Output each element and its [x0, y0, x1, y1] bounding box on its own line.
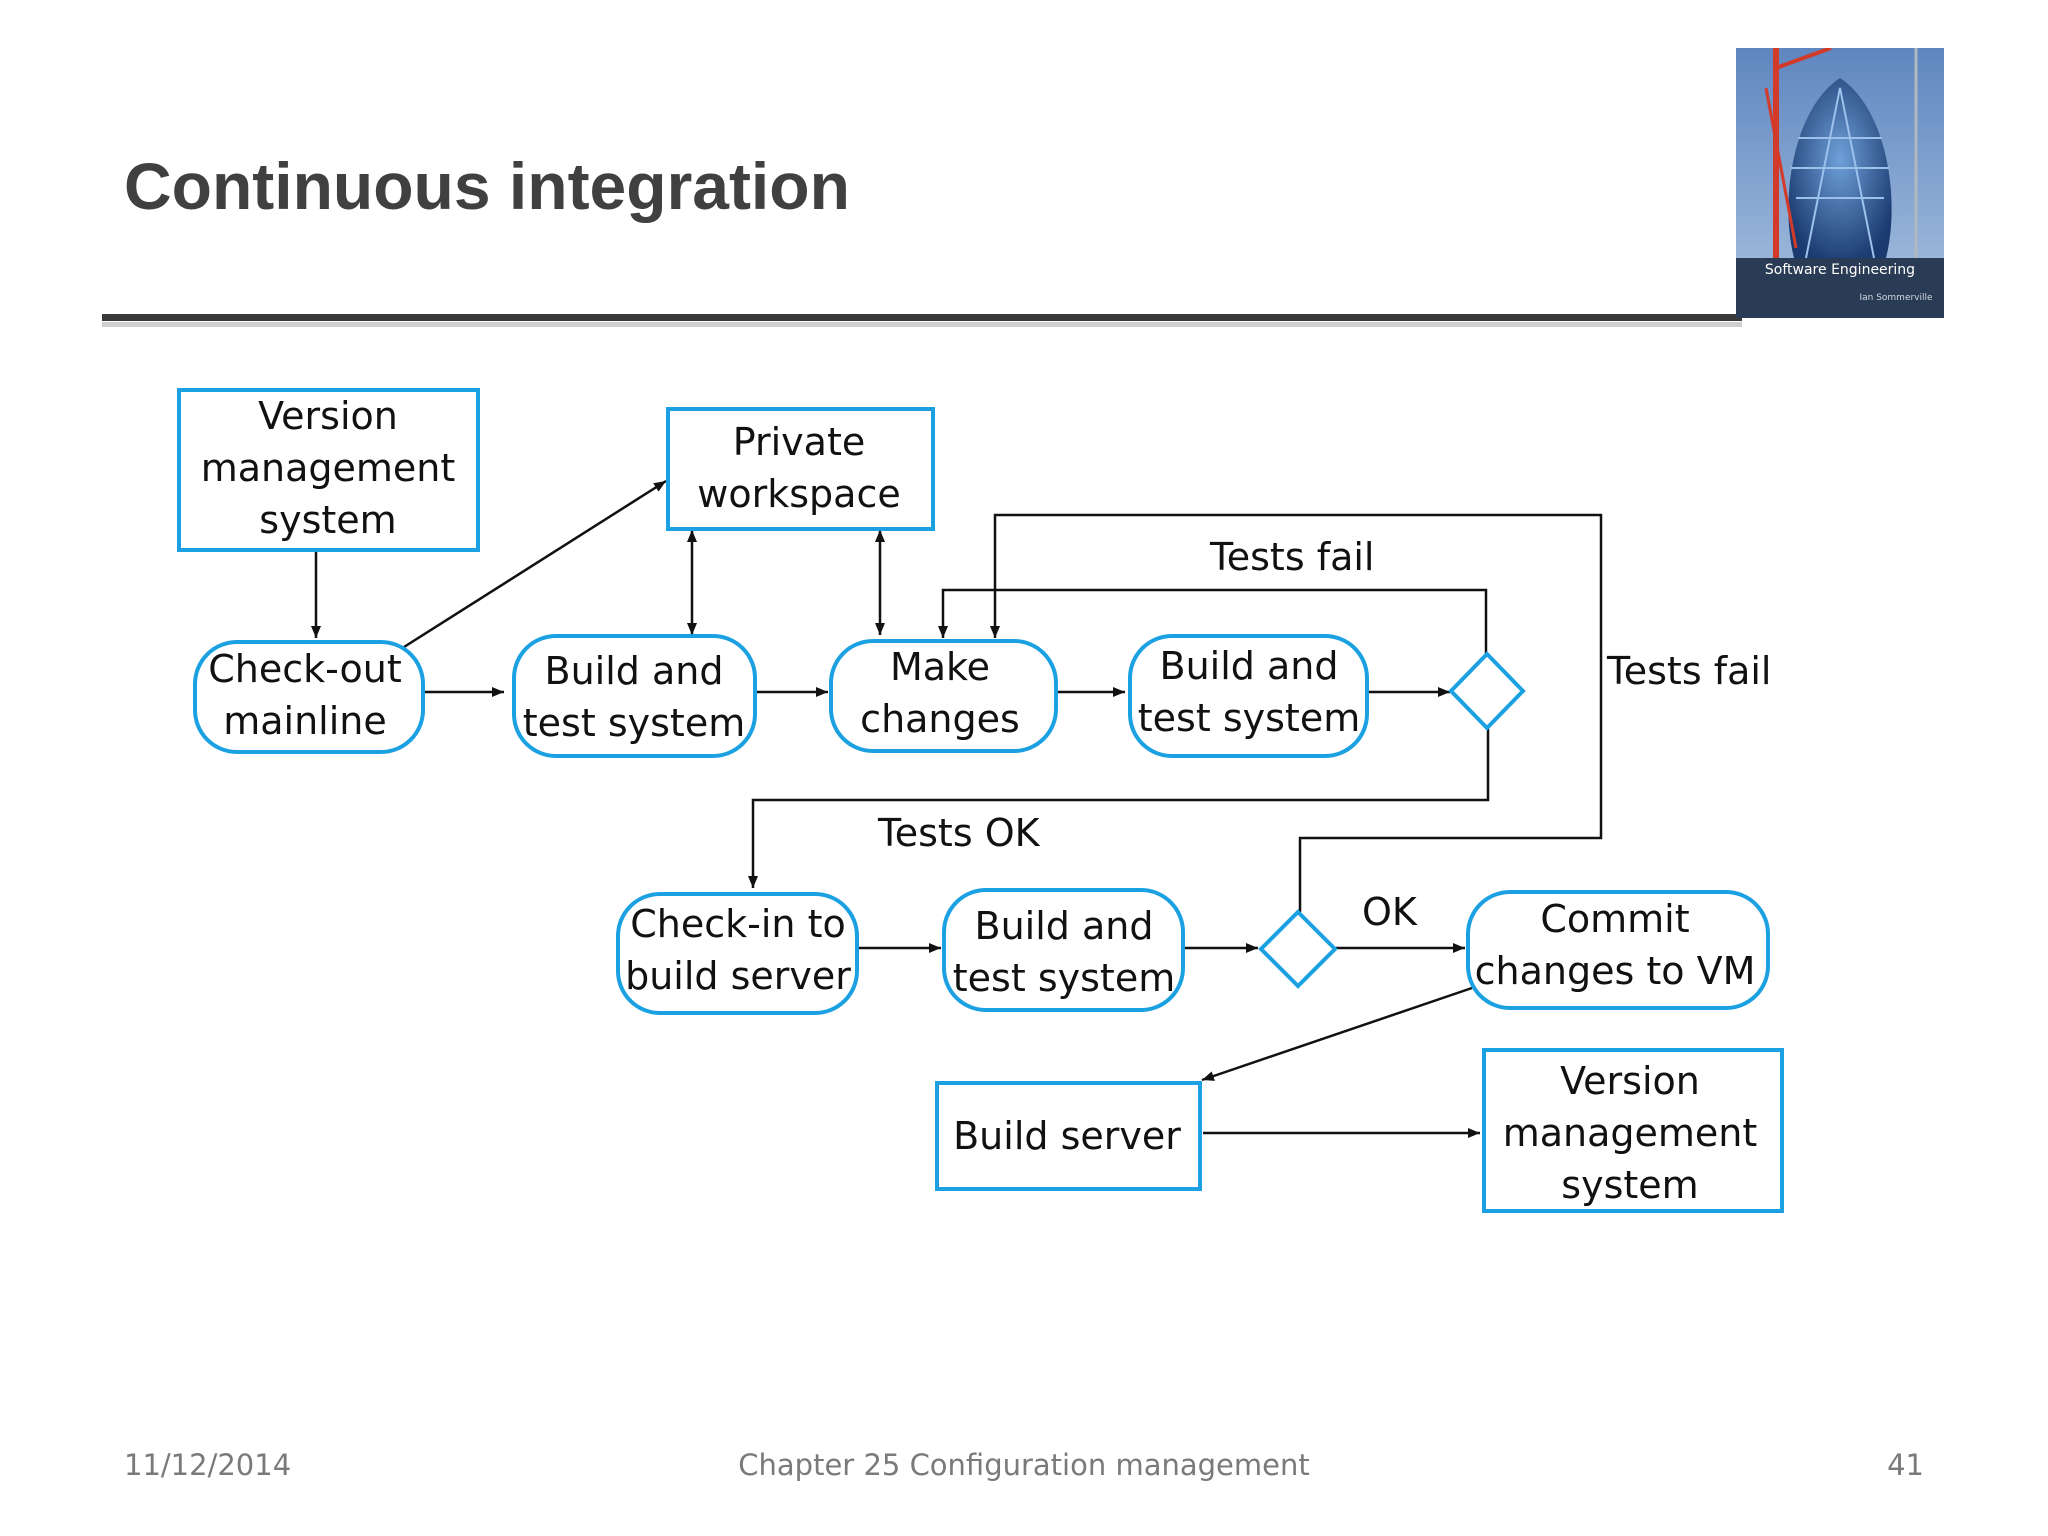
node-commit	[1466, 890, 1770, 1010]
node-private-workspace	[666, 407, 935, 531]
edge-checkout-to-workspace	[403, 479, 667, 649]
label-tests-fail-2: Tests fail	[1606, 649, 1772, 693]
node-build1	[512, 634, 757, 758]
title-divider	[102, 314, 1742, 321]
footer-date: 11/12/2014	[124, 1448, 292, 1482]
workspace-line1: Private	[733, 420, 865, 464]
checkin-line2: build server	[625, 954, 851, 998]
edge-tests-fail-1	[938, 588, 1488, 654]
build2-line2: test system	[1138, 696, 1360, 740]
build-server-label: Build server	[953, 1114, 1181, 1158]
title-divider-shadow	[102, 322, 1742, 327]
node-vm-bottom	[1482, 1048, 1784, 1213]
label-ok: OK	[1362, 890, 1418, 934]
edge-tests-ok	[748, 728, 1490, 888]
checkout-line1: Check-out	[208, 647, 402, 691]
label-tests-fail-1: Tests fail	[1209, 535, 1375, 579]
vm-bottom-line1: Version	[1560, 1059, 1700, 1103]
commit-line2: changes to VM	[1475, 949, 1756, 993]
node-checkin	[616, 892, 859, 1015]
checkout-line2: mainline	[223, 699, 387, 743]
build1-line2: test system	[523, 701, 745, 745]
build3-line1: Build and	[975, 904, 1154, 948]
workspace-line2: workspace	[697, 472, 900, 516]
vm-bottom-line2: management	[1503, 1111, 1758, 1155]
checkin-line1: Check-in to	[630, 902, 845, 946]
decision-diamond-2	[1258, 909, 1338, 989]
node-checkout	[193, 640, 425, 754]
build2-line1: Build and	[1160, 644, 1339, 688]
edge-tests-fail-2	[990, 513, 1603, 912]
vm-top-line2: management	[201, 446, 456, 490]
node-build-server	[935, 1081, 1202, 1191]
slide-title: Continuous integration	[124, 149, 850, 223]
decision-diamond-1	[1448, 651, 1526, 731]
commit-line1: Commit	[1540, 897, 1689, 941]
cover-author: Ian Sommerville	[1859, 293, 1933, 303]
cover-title: Software Engineering	[1765, 262, 1915, 278]
node-vm-top	[177, 388, 480, 552]
make-line1: Make	[890, 645, 990, 689]
build1-line1: Build and	[545, 649, 724, 693]
edge-commit-to-buildserver	[1201, 986, 1473, 1082]
node-build3	[942, 888, 1185, 1012]
vm-bottom-line3: system	[1561, 1163, 1698, 1207]
label-tests-ok: Tests OK	[877, 811, 1041, 855]
node-make-changes	[829, 639, 1058, 753]
vm-top-line3: system	[259, 498, 396, 542]
vm-top-line1: Version	[258, 394, 398, 438]
footer-page-number: 41	[1887, 1448, 1924, 1482]
build3-line2: test system	[953, 956, 1175, 1000]
node-build2	[1128, 634, 1369, 758]
book-cover-image: Software Engineering Ian Sommerville	[1736, 48, 1944, 318]
footer-chapter: Chapter 25 Configuration management	[738, 1448, 1310, 1482]
make-line2: changes	[860, 697, 1020, 741]
book-cover-graphic: Software Engineering Ian Sommerville	[1736, 48, 1944, 318]
